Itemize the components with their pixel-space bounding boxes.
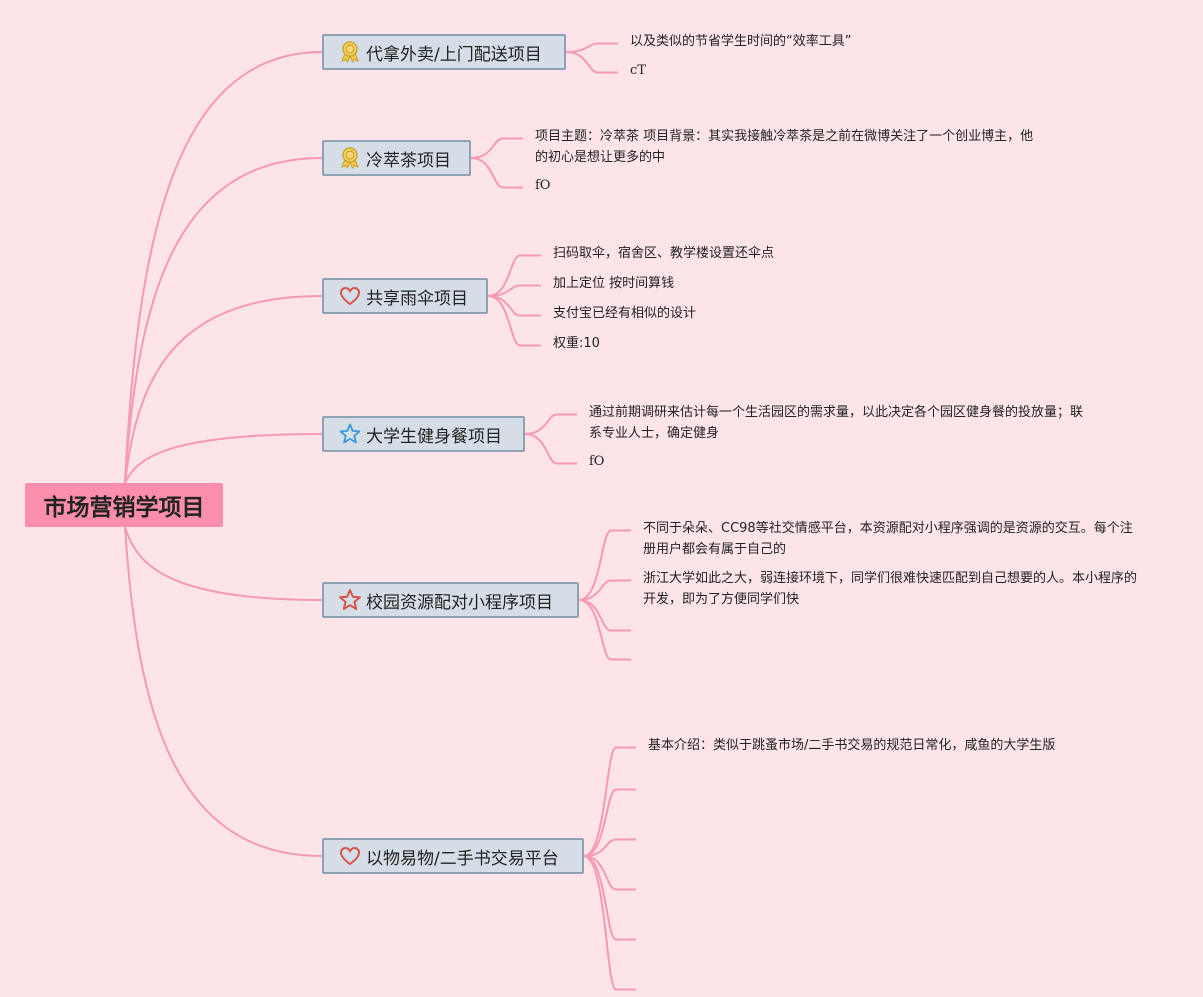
leaf-connector-2-2 — [470, 157, 523, 189]
topic-label: 大学生健身餐项目 — [366, 426, 502, 447]
leaf-connector-6-3 — [583, 838, 636, 857]
star-blue-icon — [338, 422, 362, 446]
topic-label: 共享雨伞项目 — [366, 288, 468, 309]
leaf-connector-6-4 — [583, 855, 636, 891]
leaf-connector-5-2 — [578, 579, 631, 601]
topic-4[interactable]: 大学生健身餐项目 — [322, 416, 525, 452]
leaf-connector-3-1 — [487, 254, 541, 297]
topic-1[interactable]: 代拿外卖/上门配送项目 — [322, 34, 566, 70]
leaf-note[interactable]: 基本介绍：类似于跳蚤市场/二手书交易的规范日常化，咸鱼的大学生版 — [648, 738, 1056, 753]
topic-label: 代拿外卖/上门配送项目 — [366, 44, 542, 65]
root-connector-2 — [124, 157, 323, 484]
connector-lines — [124, 42, 636, 991]
leaf-note[interactable]: 项目主题：冷萃茶 项目背景：其实我接触冷萃茶是之前在微博关注了一个创业博主，他的… — [535, 129, 1034, 165]
leaf-note[interactable]: 不同于朵朵、CC98等社交情感平台，本资源配对小程序强调的是资源的交互。每个注册… — [643, 521, 1133, 557]
topic-6[interactable]: 以物易物/二手书交易平台 — [322, 838, 584, 874]
leaf-connector-6-2 — [583, 788, 636, 857]
leaf-connector-6-1 — [583, 746, 636, 857]
leaf-note[interactable]: fO — [535, 178, 551, 193]
root-connector-3 — [124, 295, 323, 484]
topic-label: 以物易物/二手书交易平台 — [366, 848, 559, 869]
topic-5[interactable]: 校园资源配对小程序项目 — [322, 582, 579, 618]
leaf-connector-2-1 — [470, 137, 523, 159]
leaf-connector-1-1 — [565, 42, 618, 53]
leaf-connector-4-1 — [524, 413, 577, 435]
leaf-connector-3-4 — [487, 295, 541, 347]
leaf-note[interactable]: 扫码取伞，宿舍区、教学楼设置还伞点 — [553, 246, 775, 261]
leaf-note[interactable]: 浙江大学如此之大，弱连接环境下，同学们很难快速匹配到自己想要的人。本小程序的开发… — [643, 571, 1138, 607]
heart-icon — [338, 284, 362, 308]
root-connector-1 — [124, 51, 323, 484]
topic-2[interactable]: 冷萃茶项目 — [322, 140, 471, 176]
heart-icon — [338, 844, 362, 868]
root-connector-6 — [124, 526, 323, 857]
leaf-note[interactable]: 通过前期调研来估计每一个生活园区的需求量，以此决定各个园区健身餐的投放量；联系专… — [589, 405, 1084, 441]
leaf-connector-5-1 — [578, 529, 631, 601]
leaf-note[interactable]: 加上定位 按时间算钱 — [553, 276, 675, 291]
topic-label: 冷萃茶项目 — [366, 150, 451, 171]
root-connector-5 — [124, 526, 323, 601]
leaf-note[interactable]: fO — [589, 454, 605, 469]
leaf-connector-5-4 — [578, 599, 631, 661]
award-ribbon-icon — [338, 146, 362, 170]
leaf-note[interactable]: 以及类似的节省学生时间的“效率工具” — [630, 34, 852, 49]
topic-3[interactable]: 共享雨伞项目 — [322, 278, 488, 314]
topic-label: 校园资源配对小程序项目 — [366, 592, 553, 613]
leaf-connector-5-3 — [578, 599, 631, 632]
leaf-note[interactable]: 权重:10 — [553, 336, 600, 351]
leaf-connector-4-2 — [524, 433, 577, 465]
root-topic[interactable]: 市场营销学项目 — [25, 483, 223, 527]
star-red-icon — [338, 588, 362, 612]
leaf-note[interactable]: 支付宝已经有相似的设计 — [553, 306, 697, 321]
leaf-connector-6-5 — [583, 855, 636, 941]
leaf-note[interactable]: cT — [630, 63, 646, 78]
leaf-connector-3-2 — [487, 284, 541, 297]
leaf-connector-1-2 — [565, 51, 618, 74]
leaf-connector-3-3 — [487, 295, 541, 317]
award-ribbon-icon — [338, 40, 362, 64]
root-connector-4 — [124, 433, 323, 484]
leaf-connector-6-6 — [583, 855, 636, 991]
